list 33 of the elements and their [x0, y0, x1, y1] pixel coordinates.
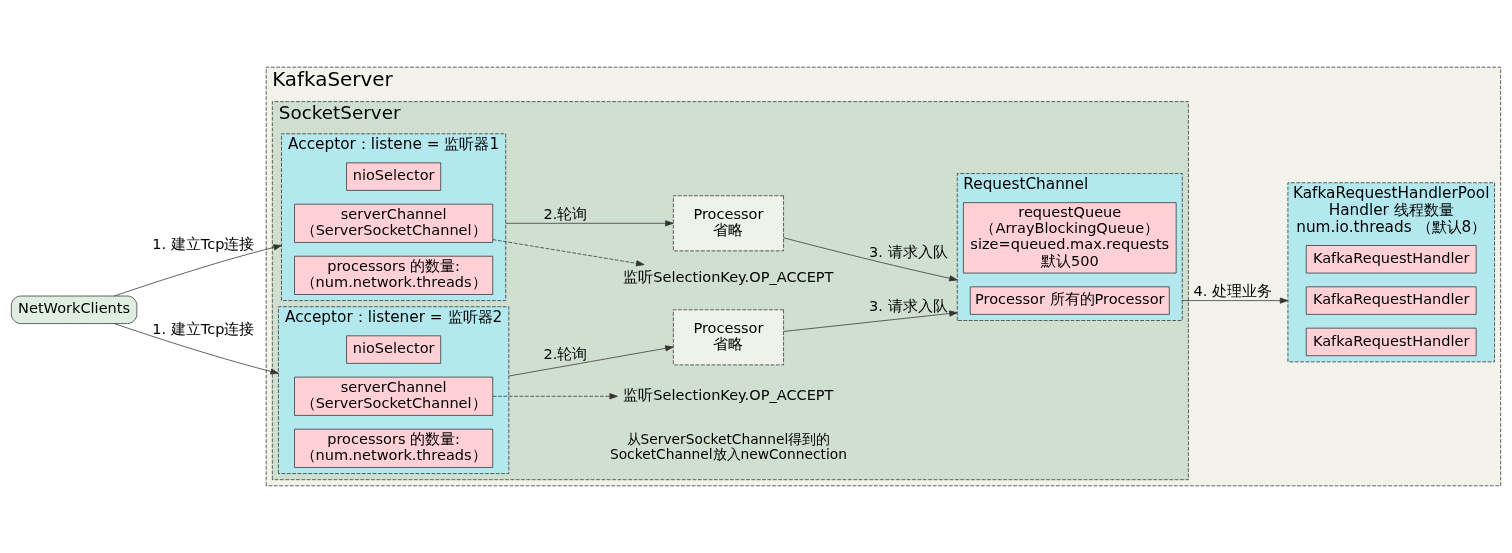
- edge-label: 4. 处理业务: [1193, 283, 1273, 300]
- node-box: processors 的数量: （num.network.threads）: [294, 428, 494, 468]
- arrow: [1181, 297, 1289, 304]
- node-box: serverChannel （ServerSocketChannel）: [294, 376, 494, 416]
- edge-label: 2.轮询: [543, 205, 588, 222]
- edge-label: 3. 请求入队: [869, 297, 948, 314]
- arrow: [114, 323, 279, 375]
- node-text: 监听SelectionKey.OP_ACCEPT: [623, 269, 834, 286]
- node-box: requestQueue （ArrayBlockingQueue） size=queued.max.requests 默认500: [963, 202, 1177, 274]
- node-box: KafkaRequestHandler: [1305, 245, 1477, 274]
- node-box: KafkaRequestHandler: [1305, 286, 1477, 315]
- node-box: processors 的数量: （num.network.threads）: [294, 255, 494, 295]
- arrow: [492, 239, 645, 267]
- node-box: serverChannel （ServerSocketChannel）: [294, 203, 494, 243]
- edge-label: 2.轮询: [543, 345, 588, 362]
- arrow: [508, 345, 674, 377]
- edge-label: 1. 建立Tcp连接: [152, 320, 255, 337]
- node-box: Processor 省略: [672, 309, 784, 366]
- edge-label: 1. 建立Tcp连接: [152, 236, 255, 253]
- node-box: Processor 所有的Processor: [969, 286, 1170, 315]
- arrow: [492, 393, 618, 400]
- edge-label: 3. 请求入队: [869, 244, 948, 261]
- node-box: Processor 省略: [672, 195, 784, 252]
- node-box: nioSelector: [346, 162, 442, 191]
- arrow: [114, 244, 282, 297]
- node-box: KafkaRequestHandler: [1305, 327, 1477, 357]
- arrow: [783, 310, 958, 332]
- arrow: [783, 237, 958, 282]
- node-box: NetWorkClients: [10, 295, 138, 324]
- node-box: nioSelector: [346, 335, 442, 364]
- label: 从ServerSocketChannel得到的 SocketChannel放入newConnection: [609, 431, 847, 463]
- arrow: [505, 220, 674, 227]
- node-text: 监听SelectionKey.OP_ACCEPT: [623, 386, 834, 403]
